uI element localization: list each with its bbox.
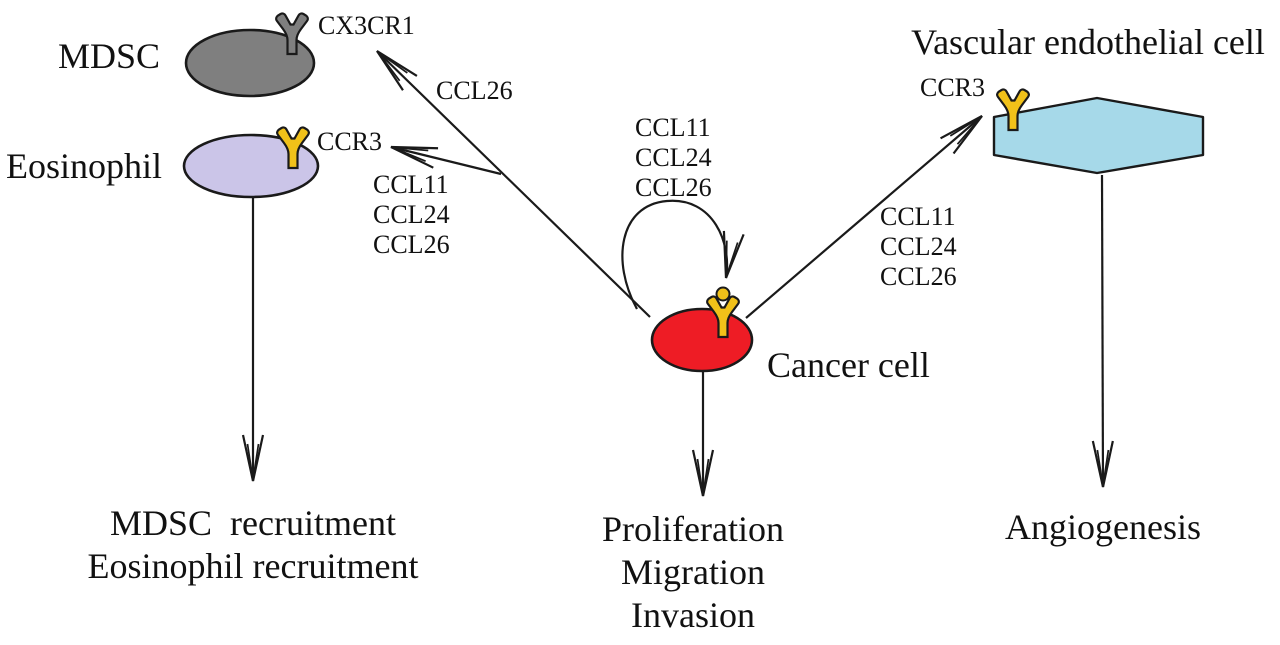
chemokines-to-eosinophil-labels: CCL11 CCL24 CCL26 <box>373 170 450 260</box>
chemokines-to-endothelial-labels: CCL11 CCL24 CCL26 <box>880 202 957 292</box>
eosinophil-cell-label: Eosinophil <box>6 146 163 186</box>
angiogenesis-outcome-label: Angiogenesis <box>1005 506 1201 549</box>
chemokine-label: CCL26 <box>880 262 957 291</box>
ccl26-to-mdsc-label: CCL26 <box>436 76 513 105</box>
arrow-endothelial-to-angiogenesis <box>1091 174 1114 488</box>
eosinophil-ccr3-receptor-label: CCR3 <box>317 127 383 156</box>
chemokine-label: CCL11 <box>880 202 956 231</box>
chemokine-label: CCL26 <box>635 173 712 202</box>
endothelial-cell-shape <box>992 96 1205 175</box>
tumor-behavior-outcome-label: Proliferation Migration Invasion <box>602 508 784 637</box>
chemokine-label: CCL11 <box>373 170 449 199</box>
chemokine-label: CCL24 <box>373 200 450 229</box>
chemokine-label: CCL26 <box>373 230 450 259</box>
cancer-receptor-ligand-icon <box>706 286 740 339</box>
arrow-cancer-to-mdsc <box>376 50 651 318</box>
cancer-cell-label: Cancer cell <box>767 345 930 385</box>
endothelial-ccr3-receptor-label: CCR3 <box>920 73 986 102</box>
chemokine-label: CCL24 <box>635 143 712 172</box>
arrow-cancer-to-eosinophil <box>390 145 502 176</box>
outcome-line: MDSC recruitment <box>110 503 396 543</box>
mdsc-cell-label: MDSC <box>58 36 161 76</box>
outcome-line: Angiogenesis <box>1005 507 1201 547</box>
arrow-cancer-to-endothelial <box>745 115 983 319</box>
endothelial-cell-label: Vascular endothelial cell <box>911 22 1265 62</box>
recruitment-outcome-label: MDSC recruitment Eosinophil recruitment <box>88 502 419 588</box>
chemokine-label: CCL11 <box>635 113 711 142</box>
outcome-line: Invasion <box>631 595 755 635</box>
outcome-line: Proliferation <box>602 509 784 549</box>
chemokine-label: CCL24 <box>880 232 957 261</box>
autocrine-chemokine-labels: CCL11 CCL24 CCL26 <box>635 113 712 203</box>
cx3cr1-receptor-label: CX3CR1 <box>318 11 415 40</box>
outcome-line: Migration <box>621 552 765 592</box>
arrow-autocrine-loop <box>621 199 745 310</box>
cancer-cell-shape <box>650 307 754 373</box>
outcome-line: Eosinophil recruitment <box>87 546 419 586</box>
eosinophil-cell-shape <box>182 133 320 199</box>
mdsc-cell-shape <box>184 28 316 98</box>
